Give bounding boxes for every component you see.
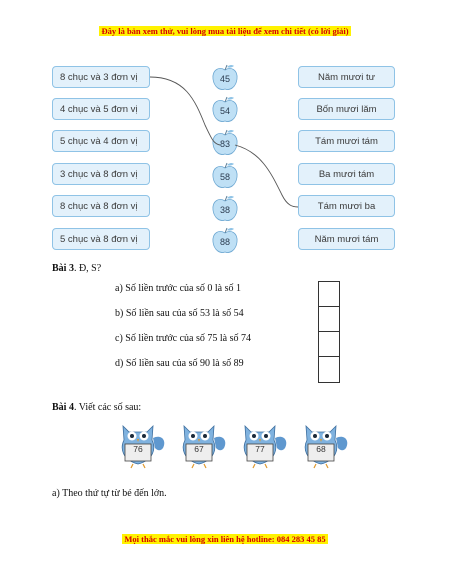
hotline-banner-text: Mọi thắc mắc vui lòng xin liên hệ hotlin… [122,534,328,544]
left-item: 8 chục và 3 đơn vị [52,66,150,88]
owl-number: 76 [133,444,143,454]
right-item: Tám mươi tám [298,130,395,152]
answer-box-d[interactable] [319,357,339,382]
apple-label: 54 [219,106,230,116]
left-item: 3 chục và 8 đơn vị [52,163,150,185]
apple-icon [212,129,238,155]
owl-number: 68 [316,444,326,454]
left-item: 5 chục và 8 đơn vị [52,228,150,250]
apple-label: 83 [219,139,230,149]
statement-b: b) Số liền sau của số 53 là số 54 [115,308,244,319]
apple-number: 83 [210,129,240,157]
apple-number: 45 [210,64,240,92]
owl-icon [121,424,165,469]
bai3-label: Bài 3 [52,263,74,274]
right-item: Năm mươi tư [298,66,395,88]
owl-card: 77 [235,418,291,470]
answer-boxes [318,281,340,383]
apple-number: 38 [210,195,240,223]
left-item: 4 chục và 5 đơn vị [52,98,150,120]
bai4-part-a: a) Theo thứ tự từ bé đến lớn. [52,488,167,499]
right-item: Bốn mươi lăm [298,98,395,120]
owl-icon [243,424,287,469]
apple-icon [212,96,238,122]
apple-icon [212,227,238,253]
matching-lines [149,76,299,208]
owl-icon [182,424,226,469]
apple-label: 58 [219,172,230,182]
bai4-heading: Bài 4. Viết các số sau: [52,402,141,413]
preview-banner-text: Đây là bản xem thử, vui lòng mua tài liệ… [99,26,351,36]
hotline-banner: Mọi thắc mắc vui lòng xin liên hệ hotlin… [0,534,450,544]
owl-card: 68 [296,418,352,470]
left-item: 8 chục và 8 đơn vị [52,195,150,217]
owl-number: 77 [255,444,265,454]
apple-number: 58 [210,162,240,190]
apple-number: 88 [210,227,240,255]
preview-banner: Đây là bản xem thử, vui lòng mua tài liệ… [0,26,450,36]
bai3-title: . Đ, S? [73,263,102,274]
apple-icon [212,162,238,188]
apple-icon [212,195,238,221]
apple-label: 38 [219,205,230,215]
answer-box-a[interactable] [319,282,339,307]
right-item: Năm mươi tám [298,228,395,250]
statement-a: a) Số liền trước của số 0 là số 1 [115,283,241,294]
answer-box-c[interactable] [319,332,339,357]
apple-label: 45 [219,74,230,84]
statement-c: c) Số liền trước của số 75 là số 74 [115,333,251,344]
matching-exercise: 8 chục và 3 đơn vị 4 chục và 5 đơn vị 5 … [0,60,450,260]
owl-card: 67 [174,418,230,470]
owl-card: 76 [113,418,169,470]
right-item: Ba mươi tám [298,163,395,185]
owl-icon [304,424,348,469]
bai3-heading: Bài 3. Đ, S? [52,263,101,274]
left-item: 5 chục và 4 đơn vị [52,130,150,152]
apple-icon [212,64,238,90]
bai4-title: . Viết các số sau: [73,402,142,413]
apple-label: 88 [219,237,230,247]
owl-number: 67 [194,444,204,454]
answer-box-b[interactable] [319,307,339,332]
right-item: Tám mươi ba [298,195,395,217]
statement-d: d) Số liền sau của số 90 là số 89 [115,358,244,369]
apple-number: 54 [210,96,240,124]
bai4-label: Bài 4 [52,402,74,413]
